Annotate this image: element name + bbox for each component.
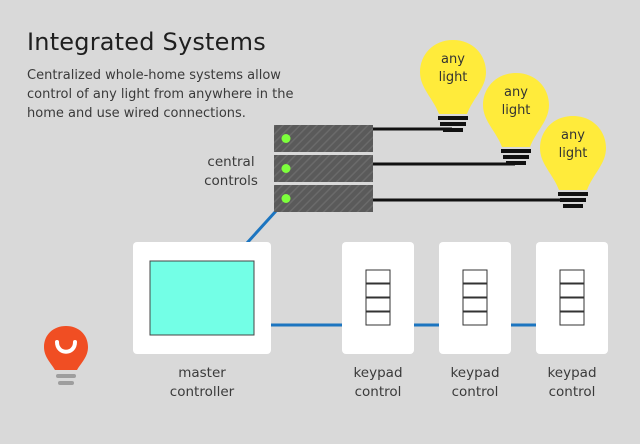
master-controller-label: master controller <box>169 365 235 400</box>
status-led-icon <box>281 194 291 203</box>
server-unit <box>274 185 373 212</box>
keypad-buttons <box>559 269 585 326</box>
central-controls <box>274 125 373 212</box>
bulb-label-line1: any <box>441 52 465 67</box>
keypad-buttons <box>365 269 391 326</box>
bulb-label-line2: light <box>559 146 588 161</box>
lightbulb-icon <box>420 40 486 114</box>
lightbulb-icon <box>483 73 549 147</box>
bulb-label-line2: light <box>502 103 531 118</box>
light-bulb-1: any light <box>420 40 486 132</box>
lightbulb-icon <box>540 116 606 190</box>
keypad-control-1 <box>342 242 414 354</box>
master-controller <box>133 242 271 354</box>
central-controls-label: central controls <box>204 154 258 189</box>
light-bulb-3: any light <box>540 116 606 208</box>
keypad-control-2 <box>439 242 511 354</box>
wires-to-lights <box>373 127 574 202</box>
master-controller-screen <box>149 260 255 336</box>
wire-controls-to-master <box>245 209 278 245</box>
status-led-icon <box>281 134 291 143</box>
bulb-label-line2: light <box>439 70 468 85</box>
light-bulb-2: any light <box>483 73 549 165</box>
status-led-icon <box>281 164 291 173</box>
server-unit <box>274 125 373 152</box>
description: Centralized whole-home systems allow con… <box>27 68 294 121</box>
keypad-control-label-2: keypad control <box>450 365 500 400</box>
keypad-control-3 <box>536 242 608 354</box>
server-unit <box>274 155 373 182</box>
bulb-label-line1: any <box>504 85 528 100</box>
keypad-buttons <box>462 269 488 326</box>
bulb-label-line1: any <box>561 128 585 143</box>
page-title: Integrated Systems <box>27 28 266 56</box>
lightbulb-smile-logo-icon <box>44 326 88 385</box>
keypad-control-label-1: keypad control <box>353 365 403 400</box>
keypad-control-label-3: keypad control <box>547 365 597 400</box>
